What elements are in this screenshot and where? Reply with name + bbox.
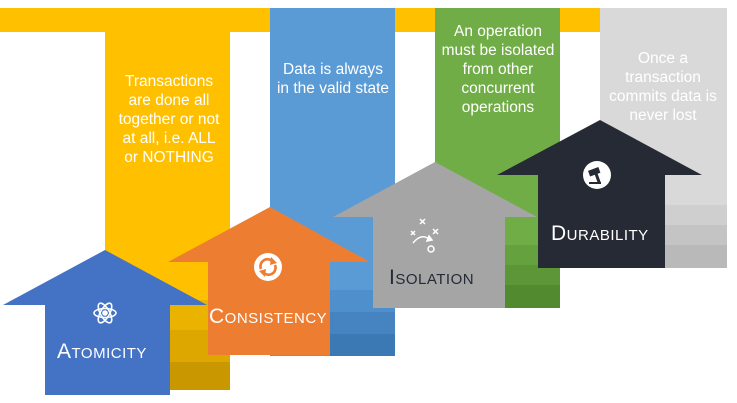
refresh-icon bbox=[254, 253, 282, 281]
arrow-isolation bbox=[333, 162, 537, 308]
atom-icon bbox=[93, 302, 117, 324]
durability-initial: D bbox=[551, 222, 567, 245]
durability-label: DURABILITY bbox=[551, 222, 649, 246]
atomicity-description: Transactions are done all together or no… bbox=[118, 73, 220, 166]
isolation-label: ISOLATION bbox=[389, 266, 474, 290]
consistency-description: Data is always in the valid state bbox=[276, 61, 389, 97]
isolation-description: An operation must be isolated from other… bbox=[441, 23, 555, 116]
durability-description: Once a transaction commits data is never… bbox=[609, 50, 717, 124]
isolation-initial: I bbox=[389, 266, 396, 289]
gavel-icon bbox=[583, 161, 611, 189]
consistency-rest: ONSISTENCY bbox=[224, 310, 328, 327]
arrow-consistency bbox=[168, 207, 370, 355]
isolation-rest: SOLATION bbox=[395, 271, 475, 288]
arrow-durability bbox=[497, 120, 702, 268]
strategy-play-icon bbox=[410, 218, 439, 253]
consistency-initial: C bbox=[209, 305, 225, 328]
consistency-label: CONSISTENCY bbox=[209, 305, 327, 329]
durability-rest: URABILITY bbox=[566, 227, 649, 244]
arrow-atomicity bbox=[3, 250, 207, 395]
atomicity-initial: A bbox=[57, 340, 72, 363]
atomicity-label: ATOMICITY bbox=[57, 340, 147, 364]
atomicity-rest: TOMICITY bbox=[71, 345, 147, 362]
